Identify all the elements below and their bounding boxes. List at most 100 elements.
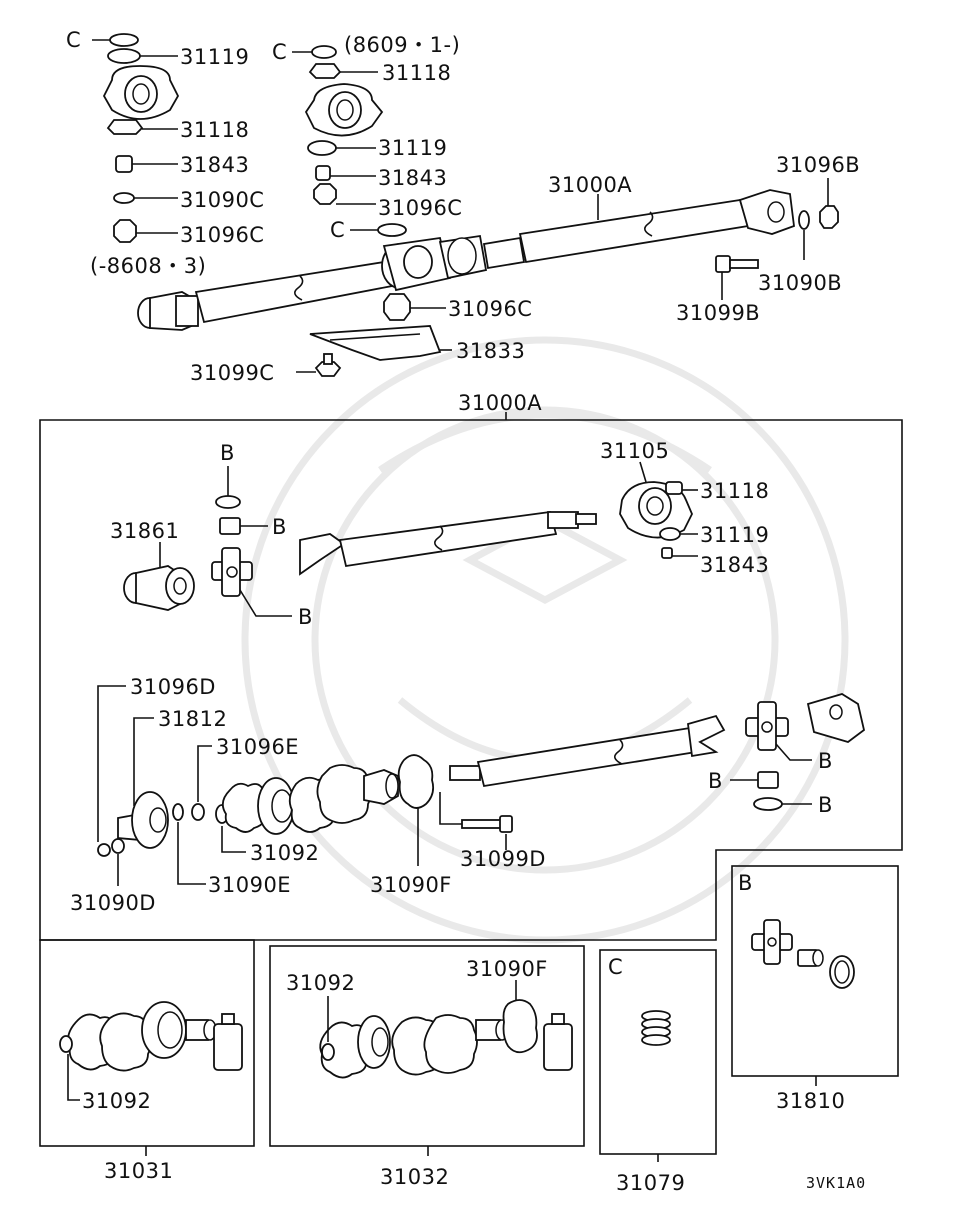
label-31096c-lower: 31096C [448,297,532,321]
label-31096d: 31096D [130,675,216,699]
label-31105: 31105 [600,439,669,463]
label-31090b: 31090B [758,271,842,295]
label-c-left: C [66,28,81,52]
part-kit-31031-cv-boot-kit [67,1001,243,1072]
part-31096b-nut [819,178,839,229]
part-31000a-propeller-shaft-assembled [137,189,795,331]
part-rear-shaft-tube [449,714,726,788]
label-31090e: 31090E [208,873,291,897]
part-31119-cushion-mid [307,140,376,156]
part-31090b-washer [798,210,810,260]
label-31099d: 31099D [460,847,546,871]
part-31096c-nut-lower [383,293,446,321]
label-b-upper-1: B [220,441,234,465]
kit-31032-part1-label: 31092 [286,971,355,995]
label-31843-mid: 31843 [378,166,447,190]
label-31833: 31833 [456,339,525,363]
part-kit-31032-cv-boot-kit [319,999,573,1079]
exploded-title: 31000A [458,391,542,415]
part-washer-c-shaft [350,223,407,237]
label-31096b: 31096B [776,153,860,177]
part-bearing-cap-b-lower [753,771,783,811]
part-washer-c-mid [292,45,337,59]
label-b-lower-1: B [818,749,832,773]
kit-31032-part2-label: 31090F [466,957,548,981]
label-31096e: 31096E [216,735,299,759]
label-31118-mid: 31118 [382,61,451,85]
part-31812-flange [117,791,169,849]
label-c-shaft: C [330,218,345,242]
exploded-31000a-group: 31000A 31861 B B B [39,391,903,941]
kit-31079-box: C 31079 [599,949,717,1195]
label-b-upper-3: B [298,605,312,629]
label-31843: 31843 [700,553,769,577]
label-31118: 31118 [700,479,769,503]
part-universal-joint-upper [211,547,253,597]
part-cv-joint-assembly [221,764,399,835]
part-rear-flange-yoke [806,693,866,743]
label-date-before: (-8608・3) [90,254,206,278]
label-31092: 31092 [250,841,319,865]
label-31099c: 31099C [190,361,274,385]
part-center-bearing-mid [304,83,384,137]
kit-31079-title: 31079 [616,1171,685,1195]
part-31099c-bolt [296,353,342,377]
part-31096c-nut-mid [313,183,376,205]
kit-31031-part-label: 31092 [82,1089,151,1113]
part-washer-c-left [92,33,139,47]
part-bearing-cap-b-upper [215,495,241,535]
label-31119-mid: 31119 [378,136,447,160]
kit-31032-title: 31032 [380,1165,449,1189]
label-c-mid: C [272,40,287,64]
part-31099d-bolt [461,815,513,833]
part-front-shaft-tube [299,511,597,576]
label-31812: 31812 [158,707,227,731]
part-31099b-bolt [715,255,759,300]
part-31105-center-bearing [619,481,693,539]
part-31096c-nut-left [113,219,178,243]
label-31096c-left: 31096C [180,223,264,247]
part-31843-collar-left [115,155,178,173]
part-31090e-washer [172,803,184,821]
kit-31810-title: 31810 [776,1089,845,1113]
part-kit-31031-snap-ring [59,1035,73,1053]
part-31119-cushion [659,527,698,541]
part-center-bearing-left [102,65,180,120]
part-kit-31810-universal-joint [751,919,855,989]
part-31090f-boot-ring [397,754,435,809]
part-31096d-nut [97,843,111,857]
part-31118-cushion [665,481,698,495]
label-31843-left: 31843 [180,153,249,177]
label-31119-left: 31119 [180,45,249,69]
label-b-lower-3: B [818,793,832,817]
part-31833-bracket [309,325,452,361]
part-31861-yoke [123,565,195,611]
kit-31031-box: 31092 31031 [39,939,255,1183]
part-universal-joint-lower [745,701,789,751]
kit-31031-title: 31031 [104,1159,173,1183]
part-kit-31032-snap-ring [321,1043,335,1061]
kit-31810-letter: B [738,871,752,895]
part-kit-31079-cushion-stack [641,1010,671,1046]
part-31090c-washer-left [113,192,178,204]
top-assembly: C 31119 31118 31843 31090C 31096C (-8608… [66,28,860,385]
diagram-code: 3VK1A0 [806,1174,866,1192]
label-31118-left: 31118 [180,118,249,142]
part-31119-cushion-left [107,48,178,64]
part-31118-cushion-mid [308,63,378,79]
label-31096c-mid: 31096C [378,196,462,220]
kit-31810-box: B 31810 [731,865,899,1113]
label-b-lower-2: B [708,769,722,793]
label-date-after: (8609・1-) [344,33,460,57]
label-31090d: 31090D [70,891,156,915]
label-31119: 31119 [700,523,769,547]
label-31090f: 31090F [370,873,452,897]
label-31000a-top: 31000A [548,173,632,197]
part-31096e-nut [191,803,205,821]
label-31861: 31861 [110,519,179,543]
kit-31032-box: 31092 31090F 31032 [269,945,585,1189]
kit-31079-letter: C [608,955,623,979]
label-31099b: 31099B [676,301,760,325]
part-31118-cushion-left [106,119,178,135]
